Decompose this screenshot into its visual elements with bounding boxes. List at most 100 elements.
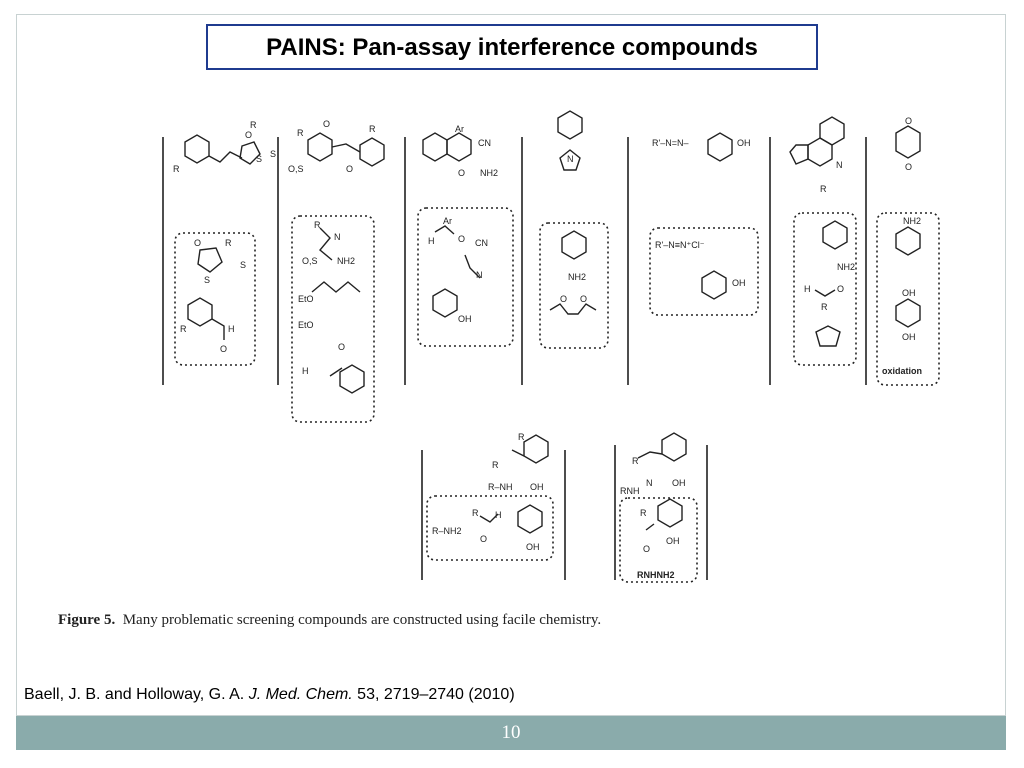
bond — [208, 151, 243, 163]
atom-label: H — [228, 324, 235, 334]
bond — [511, 449, 525, 457]
atom-label: R — [640, 508, 647, 518]
atom-label: RNH — [620, 486, 640, 496]
atom-label: O,S — [302, 256, 318, 266]
bond — [211, 318, 225, 340]
atom-label: R–NH — [488, 482, 513, 492]
reagent-box — [426, 495, 554, 561]
benzene-ring — [561, 230, 587, 260]
atom-label: O — [837, 284, 844, 294]
atom-label: O — [458, 168, 465, 178]
atom-label: O — [338, 342, 345, 352]
atom-label: O — [346, 164, 353, 174]
atom-label: NH2 — [903, 216, 921, 226]
atom-label: S — [204, 275, 210, 285]
ring-five — [239, 141, 261, 165]
pyran-ring — [446, 132, 472, 162]
atom-label: R — [821, 302, 828, 312]
atom-label: OH — [732, 278, 746, 288]
atom-label: R — [297, 128, 304, 138]
atom-label: NH2 — [480, 168, 498, 178]
atom-label: O — [220, 344, 227, 354]
atom-label: N — [646, 478, 653, 488]
atom-label: R–NH2 — [432, 526, 462, 536]
caption-label: Figure 5. — [58, 612, 116, 628]
atom-label: NH2 — [568, 272, 586, 282]
atom-label: R — [472, 508, 479, 518]
citation-details: 53, 2719–2740 (2010) — [352, 686, 515, 703]
bond — [311, 281, 361, 293]
atom-label: R — [225, 238, 232, 248]
benzene-ring — [517, 504, 543, 534]
pyrrole-ring — [559, 149, 581, 171]
citation-authors: Baell, J. B. and Holloway, G. A. — [24, 686, 249, 703]
atom-label: OH — [902, 288, 916, 298]
ring-five — [197, 247, 223, 273]
reagent-box — [876, 212, 940, 386]
atom-label: R — [492, 460, 499, 470]
benzene-ring — [701, 270, 727, 300]
atom-label: OH — [458, 314, 472, 324]
reagent-box — [417, 207, 514, 347]
atom-label: O — [643, 544, 650, 554]
benzene-ring — [895, 298, 921, 328]
reagent-box — [649, 227, 759, 316]
atom-label: O — [194, 238, 201, 248]
atom-label: R — [173, 164, 180, 174]
benzene-ring — [187, 297, 213, 327]
atom-label: O — [480, 534, 487, 544]
benzene-ring — [523, 434, 549, 464]
pyridine-ring — [807, 137, 833, 167]
atom-label: R'–N=N– — [652, 138, 688, 148]
atom-label: CN — [478, 138, 491, 148]
atom-label: R — [180, 324, 187, 334]
atom-label: S — [270, 149, 276, 159]
atom-label: H — [495, 510, 502, 520]
atom-label: N — [476, 270, 483, 280]
atom-label: R — [250, 120, 257, 130]
atom-label: CN — [475, 238, 488, 248]
benzene-ring — [895, 226, 921, 256]
atom-label: O,S — [288, 164, 304, 174]
atom-label: O — [905, 116, 912, 126]
footer-bar: 10 — [16, 716, 1006, 750]
bond — [319, 227, 333, 261]
figure-caption: Figure 5. Many problematic screening com… — [58, 612, 601, 629]
reagent-box — [793, 212, 857, 366]
pains-figure: O S S R R O R S S R H O R O O,S O R R N … — [162, 110, 940, 583]
atom-label: OH — [666, 536, 680, 546]
atom-label: OH — [672, 478, 686, 488]
citation-journal: J. Med. Chem. — [248, 686, 353, 703]
atom-label: O — [245, 130, 252, 140]
bond — [549, 303, 597, 315]
atom-label: R — [314, 220, 321, 230]
benzene-ring — [422, 132, 448, 162]
bond — [464, 254, 481, 279]
title-box: PAINS: Pan-assay interference compounds — [206, 24, 818, 70]
bond — [479, 513, 499, 523]
benzene-ring — [359, 137, 385, 167]
atom-label: EtO — [298, 320, 314, 330]
quinone-ring — [895, 125, 921, 159]
atom-label: O — [560, 294, 567, 304]
bond — [331, 143, 361, 153]
bond — [637, 451, 663, 459]
atom-label: O — [580, 294, 587, 304]
page-number: 10 — [501, 722, 521, 743]
atom-label: O — [905, 162, 912, 172]
atom-label: O — [458, 234, 465, 244]
bond — [329, 367, 343, 377]
benzene-ring — [822, 220, 848, 250]
ring-five — [789, 144, 809, 165]
atom-label: OH — [902, 332, 916, 342]
atom-label: OH — [526, 542, 540, 552]
reagent-box — [174, 232, 256, 366]
benzene-ring — [432, 288, 458, 318]
atom-label: S — [256, 154, 262, 164]
citation: Baell, J. B. and Holloway, G. A. J. Med.… — [24, 686, 515, 704]
atom-label: N — [836, 160, 843, 170]
atom-label: NH2 — [337, 256, 355, 266]
atom-label: R — [369, 124, 376, 134]
atom-label: H — [302, 366, 309, 376]
reagent-box — [539, 222, 609, 349]
